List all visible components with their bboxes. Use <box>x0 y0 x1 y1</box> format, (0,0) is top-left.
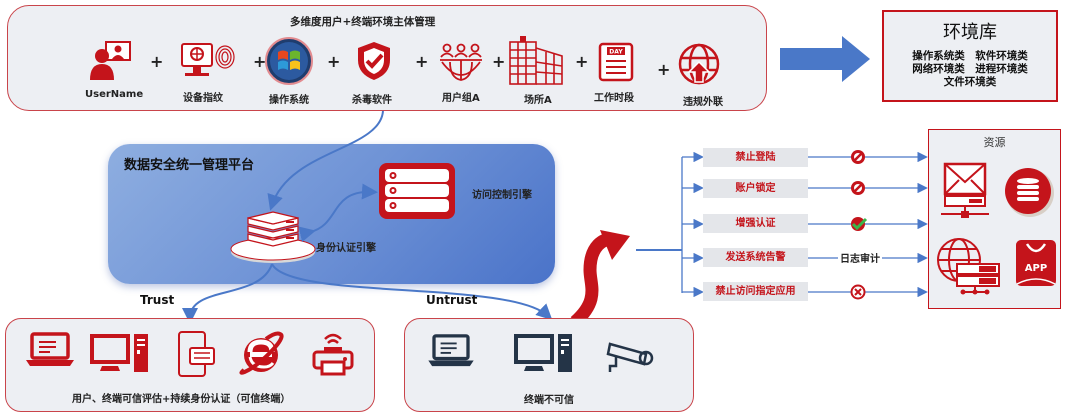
connector-trust <box>182 263 273 324</box>
data-security-platform: 数据安全统一管理平台 访问控制引擎 身份认证引擎 <box>108 144 555 284</box>
database-icon <box>1005 168 1054 217</box>
plus-sign: + <box>575 52 589 71</box>
plus-sign: + <box>657 60 671 79</box>
access-control-server-icon <box>379 163 455 219</box>
check-icon <box>851 217 868 231</box>
item-label-illegal-outreach: 违规外联 <box>683 97 723 108</box>
untrusted-caption: 终端不可信 <box>524 395 574 406</box>
action-forbid-login: 禁止登陆 <box>703 148 808 167</box>
forbidden-icon <box>851 181 865 195</box>
connector-auth-to-access <box>298 183 378 243</box>
tablet-icon <box>178 331 215 377</box>
action-enhanced-auth: 增强认证 <box>703 214 808 233</box>
item-label-user-group: 用户组A <box>442 93 480 104</box>
env-library-title: 环境库 <box>943 22 997 43</box>
item-label-work-period: 工作时段 <box>594 93 634 104</box>
plus-sign: + <box>492 52 506 71</box>
action-send-alert: 发送系统告警 <box>703 248 808 267</box>
access-control-engine-label: 访问控制引擎 <box>472 190 532 201</box>
platform-title: 数据安全统一管理平台 <box>124 158 255 173</box>
item-label-device-fingerprint: 设备指纹 <box>183 93 223 104</box>
env-library-line: 网络环境类 进程环境类 <box>912 63 1028 75</box>
escalation-arrow <box>570 233 613 327</box>
x-circle-icon <box>850 284 866 300</box>
desktop-computer-icon <box>90 334 148 372</box>
item-label-username: UserName <box>85 89 144 100</box>
web-server-icon <box>937 238 1000 295</box>
globe-upload-icon <box>678 43 720 85</box>
env-library-line: 操作系统类 软件环境类 <box>912 50 1028 62</box>
plus-sign: + <box>150 52 164 71</box>
mail-server-icon <box>941 162 989 218</box>
identity-auth-server-icon <box>230 211 316 263</box>
env-library-line: 文件环境类 <box>943 76 997 88</box>
laptop-icon <box>428 334 474 367</box>
plus-sign: + <box>327 52 341 71</box>
identity-auth-engine-label: 身份认证引擎 <box>316 243 376 254</box>
security-camera-icon <box>606 342 654 372</box>
subject-management-title: 多维度用户+终端环境主体管理 <box>290 16 436 28</box>
user-group-icon <box>440 43 482 81</box>
antivirus-shield-icon <box>358 42 390 80</box>
connector-top-to-auth <box>267 110 384 211</box>
item-label-antivirus: 杀毒软件 <box>352 95 392 106</box>
forbidden-icon <box>851 150 865 164</box>
laptop-icon <box>26 332 74 366</box>
resources-box: 资源 APP <box>928 129 1061 309</box>
trusted-caption: 用户、终端可信评估+持续身份认证（可信终端） <box>72 394 291 405</box>
item-label-site: 场所A <box>524 95 552 106</box>
device-fingerprint-icon <box>181 43 235 76</box>
item-label-os: 操作系统 <box>269 95 309 106</box>
app-store-icon: APP <box>1016 240 1056 286</box>
windows-os-icon <box>265 37 313 85</box>
printer-icon <box>312 333 354 376</box>
environment-library: 环境库 操作系统类 软件环境类 网络环境类 进程环境类 文件环境类 <box>882 10 1058 102</box>
action-forbid-app-access: 禁止访问指定应用 <box>703 282 808 301</box>
plus-sign: + <box>415 52 429 71</box>
user-with-monitor-icon <box>90 41 131 80</box>
right-arrow-icon <box>780 36 870 82</box>
day-calendar-icon: DAY <box>598 42 634 82</box>
resources-title: 资源 <box>983 136 1006 149</box>
plus-sign: + <box>253 52 267 71</box>
action-lock-account: 账户锁定 <box>703 179 808 198</box>
building-icon <box>509 36 563 85</box>
trust-label: Trust <box>140 293 175 307</box>
calendar-day-text: DAY <box>609 49 623 56</box>
untrust-label: Untrust <box>426 293 478 307</box>
connector-untrust <box>271 263 553 321</box>
log-audit-label: 日志审计 <box>838 250 882 265</box>
desktop-computer-icon <box>514 334 572 372</box>
ie-browser-icon <box>239 331 284 375</box>
app-label: APP <box>1025 263 1047 274</box>
